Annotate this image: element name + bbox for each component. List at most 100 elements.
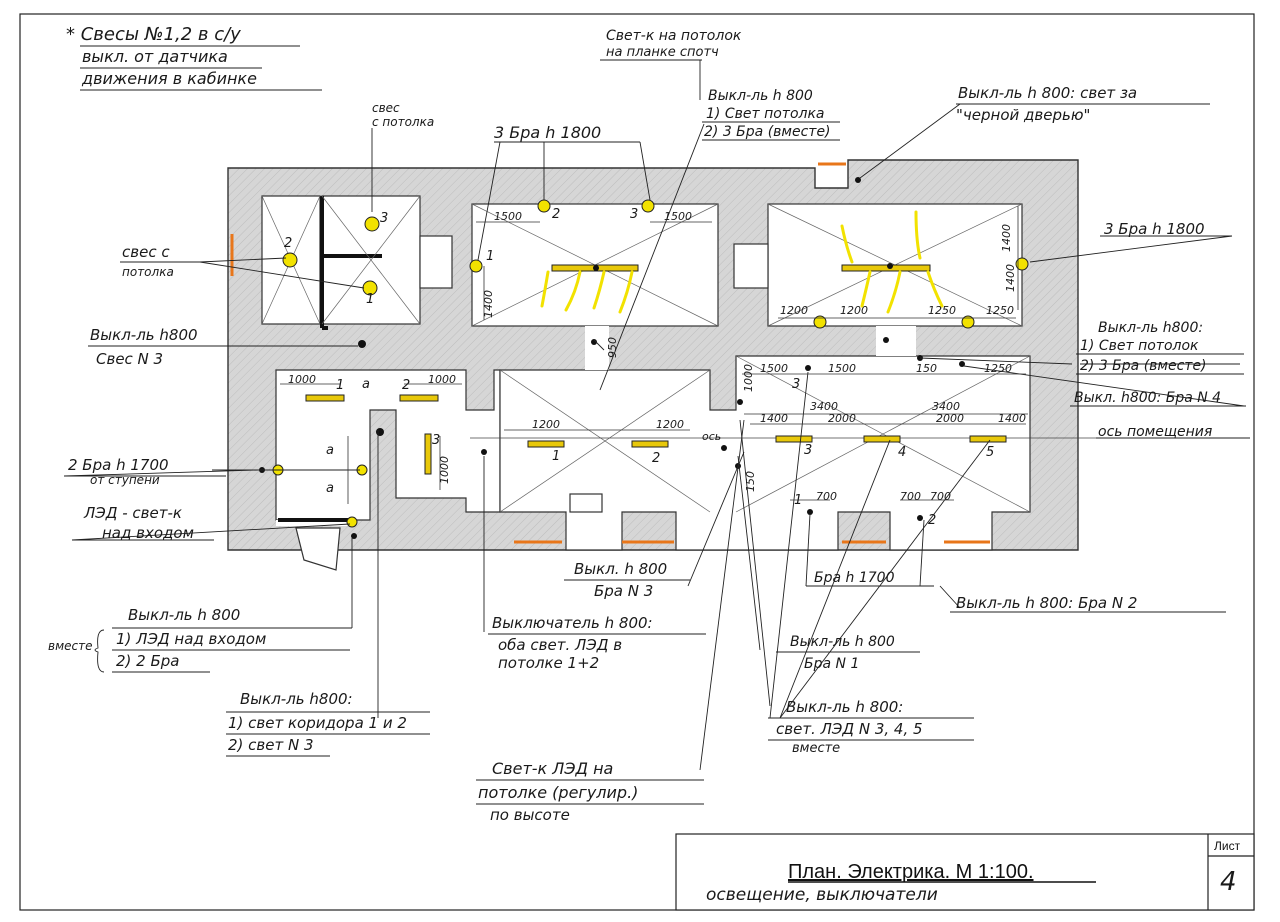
sheet-number: 4 xyxy=(1220,867,1237,897)
dim-1000b: 1000 xyxy=(428,373,456,386)
note-sconce3-2: Бра N 3 xyxy=(594,582,653,600)
dim-150b: 150 xyxy=(744,471,757,492)
note-three-sconce-b: 3 Бра h 1800 xyxy=(1104,220,1205,238)
num-a1: а xyxy=(362,377,370,392)
dim-1250c: 1250 xyxy=(984,362,1012,375)
dim-1500a: 1500 xyxy=(494,210,522,223)
dim-1000c: 1000 xyxy=(438,456,451,484)
note-ceiling-3sc-3: 2) 3 Бра (вместе) xyxy=(704,124,831,140)
note-right-group-2: 1) Свет потолок xyxy=(1080,338,1199,354)
dim-1000d: 1000 xyxy=(742,364,755,392)
dim-1200a: 1200 xyxy=(780,304,808,317)
dim-3400a: 3400 xyxy=(810,400,838,413)
num-led-2: 2 xyxy=(652,451,660,466)
sheet-title: План. Электрика. М 1:100. xyxy=(788,861,1034,883)
note-entrance-group-2: 1) ЛЭД над входом xyxy=(116,630,266,648)
title-block: План. Электрика. М 1:100. освещение, вык… xyxy=(675,833,1255,911)
dim-1200b: 1200 xyxy=(840,304,868,317)
note-entrance-group-3: 2) 2 Бра xyxy=(116,652,179,670)
num-led-4-label: 4 xyxy=(898,445,906,460)
annotations: * Свесы №1,2 в с/у выкл. от датчика движ… xyxy=(48,24,1246,824)
note-both-led-1: Выключатель h 800: xyxy=(492,614,653,632)
note-ceiling-3sc-2: 1) Свет потолка xyxy=(706,106,825,122)
dim-150a: 150 xyxy=(916,362,937,375)
note-both-led-3: потолке 1+2 xyxy=(498,654,599,672)
note-both-led-2: оба свет. ЛЭД в xyxy=(498,636,622,654)
note-led-ceiling-2: потолке (регулир.) xyxy=(478,783,638,802)
note-sconce2: Выкл-ль h 800: Бра N 2 xyxy=(956,594,1137,612)
sconce-3 xyxy=(641,199,655,213)
note-sconce3-1: Выкл. h 800 xyxy=(574,560,667,578)
sconce-r1 xyxy=(813,315,827,329)
num-bath-3: 3 xyxy=(380,211,388,226)
dim-1400e: 1400 xyxy=(998,412,1026,425)
note-black-door-2: "черной дверью" xyxy=(956,106,1090,124)
dim-2000b: 2000 xyxy=(936,412,964,425)
num-corr-3: 3 xyxy=(432,433,440,448)
note-right-group-3: 2) 3 Бра (вместе) xyxy=(1080,358,1207,374)
num-sw-3: 3 xyxy=(792,377,800,392)
dim-700b: 700 xyxy=(900,490,921,503)
num-br-1: 1 xyxy=(794,493,802,508)
note-top-left-1: * Свесы №1,2 в с/у xyxy=(66,24,241,45)
note-corridor-1: Выкл-ль h800: xyxy=(240,690,353,708)
dim-1400a: 1400 xyxy=(482,290,495,318)
dim-3400b: 3400 xyxy=(932,400,960,413)
dim-1400d: 1400 xyxy=(760,412,788,425)
note-hanger-top-1: свес xyxy=(372,101,400,115)
sconce-r2 xyxy=(961,315,975,329)
note-hanger-left-1: свес с xyxy=(122,243,170,261)
sheet-label: Лист xyxy=(1214,839,1241,853)
note-led-entrance-1: ЛЭД - свет-к xyxy=(83,504,182,522)
note-switch-hanger3-2: Свес N 3 xyxy=(96,350,163,368)
note-together-word: вместе xyxy=(48,639,92,653)
light-beams xyxy=(540,210,944,314)
dim-1200c: 1200 xyxy=(532,418,560,431)
num-sconce-1: 1 xyxy=(486,249,494,264)
num-corr-2: 2 xyxy=(402,378,410,393)
note-underlines xyxy=(64,45,1250,587)
num-bath-1: 1 xyxy=(366,292,374,307)
num-a2: а xyxy=(326,443,334,458)
note-sconce1-2: Бра N 1 xyxy=(804,656,859,672)
dim-1500b: 1500 xyxy=(664,210,692,223)
note-room-axis: ось помещения xyxy=(1098,424,1212,440)
pendant-lamp-3 xyxy=(364,216,380,232)
dim-1500d: 1500 xyxy=(828,362,856,375)
note-right-group-1: Выкл-ль h800: xyxy=(1098,320,1203,336)
note-sconce1700-right: Бра h 1700 xyxy=(814,570,895,586)
note-led-ceiling-3: по высоте xyxy=(490,806,570,824)
num-br-2: 2 xyxy=(928,513,936,528)
num-sconce-3: 3 xyxy=(630,207,638,222)
sconce-1 xyxy=(469,259,483,273)
walls xyxy=(227,159,1079,571)
num-led-1: 1 xyxy=(552,449,560,464)
dim-1250a: 1250 xyxy=(928,304,956,317)
note-sconce1700-left-1: 2 Бра h 1700 xyxy=(68,456,169,474)
note-light-ceiling-2: на планке спотч xyxy=(606,45,719,60)
dimension-labels: 1500 1500 1400 1400 1400 1200 1200 1250 … xyxy=(288,210,1026,503)
note-hanger-left-2: потолка xyxy=(122,265,174,279)
note-ceiling-3sc-1: Выкл-ль h 800 xyxy=(708,88,813,104)
note-black-door-1: Выкл-ль h 800: свет за xyxy=(958,84,1137,102)
sconce-2 xyxy=(537,199,551,213)
dim-1200d: 1200 xyxy=(656,418,684,431)
sheet-border xyxy=(19,13,1255,911)
dim-1000a: 1000 xyxy=(288,373,316,386)
dim-1400c: 1400 xyxy=(1004,264,1017,292)
pendant-lamp-2 xyxy=(282,252,298,268)
sheet-subtitle: освещение, выключатели xyxy=(706,885,938,905)
note-top-left-2: выкл. от датчика xyxy=(82,47,228,66)
note-light-ceiling-1: Свет-к на потолок xyxy=(606,28,742,44)
dim-1400b: 1400 xyxy=(1000,224,1013,252)
num-led-3: 3 xyxy=(804,443,812,458)
dim-700a: 700 xyxy=(816,490,837,503)
num-a3: а xyxy=(326,481,334,496)
note-three-sconce-a: 3 Бра h 1800 xyxy=(494,123,601,142)
note-sconce1-1: Выкл-ль h 800 xyxy=(790,634,895,650)
dim-950: 950 xyxy=(606,337,619,358)
note-entrance-group-1: Выкл-ль h 800 xyxy=(128,606,240,624)
note-led-ceiling-1: Свет-к ЛЭД на xyxy=(492,759,613,778)
dim-1500c: 1500 xyxy=(760,362,788,375)
